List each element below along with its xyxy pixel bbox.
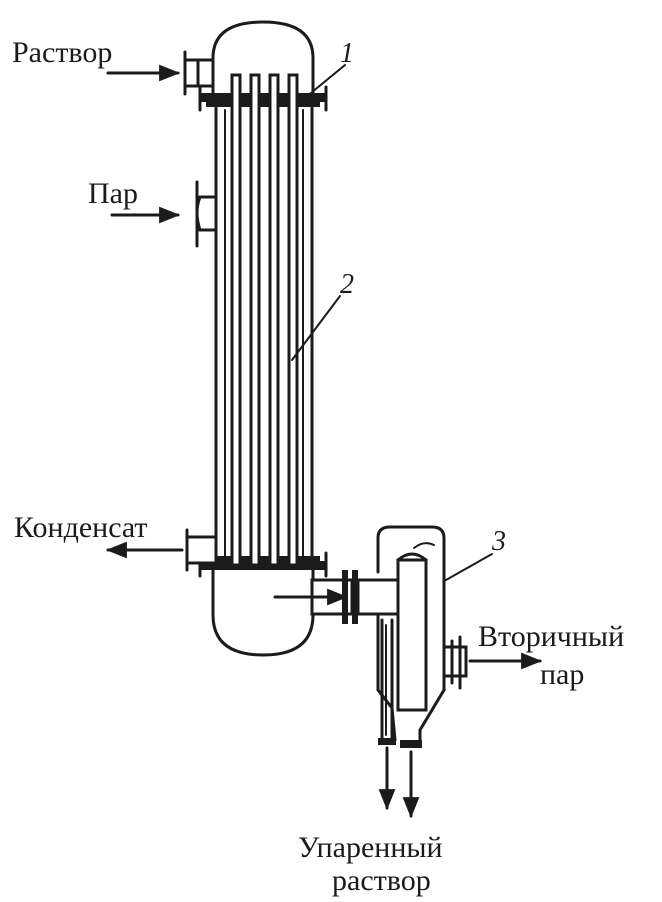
solution-inlet-nozzle xyxy=(183,50,215,96)
condensate-outlet-nozzle xyxy=(185,528,218,572)
label-secondary-vapor-1: Вторичный xyxy=(478,620,624,653)
label-product-1: Упаренный xyxy=(298,831,443,864)
callout-1: 1 xyxy=(340,38,354,69)
label-steam-in: Пар xyxy=(88,177,138,210)
label-secondary-vapor-2: пар xyxy=(540,658,584,691)
flow-arrows xyxy=(105,64,543,819)
label-condensate: Конденсат xyxy=(14,511,148,544)
separator xyxy=(376,525,468,748)
label-solution-in: Раствор xyxy=(12,36,112,69)
tube-bundle xyxy=(224,73,304,567)
callout-2: 2 xyxy=(340,269,354,300)
steam-inlet-nozzle xyxy=(195,180,218,248)
label-product-2: раствор xyxy=(332,864,431,897)
callout-3: 3 xyxy=(491,526,506,557)
callout-leaders xyxy=(291,64,493,581)
